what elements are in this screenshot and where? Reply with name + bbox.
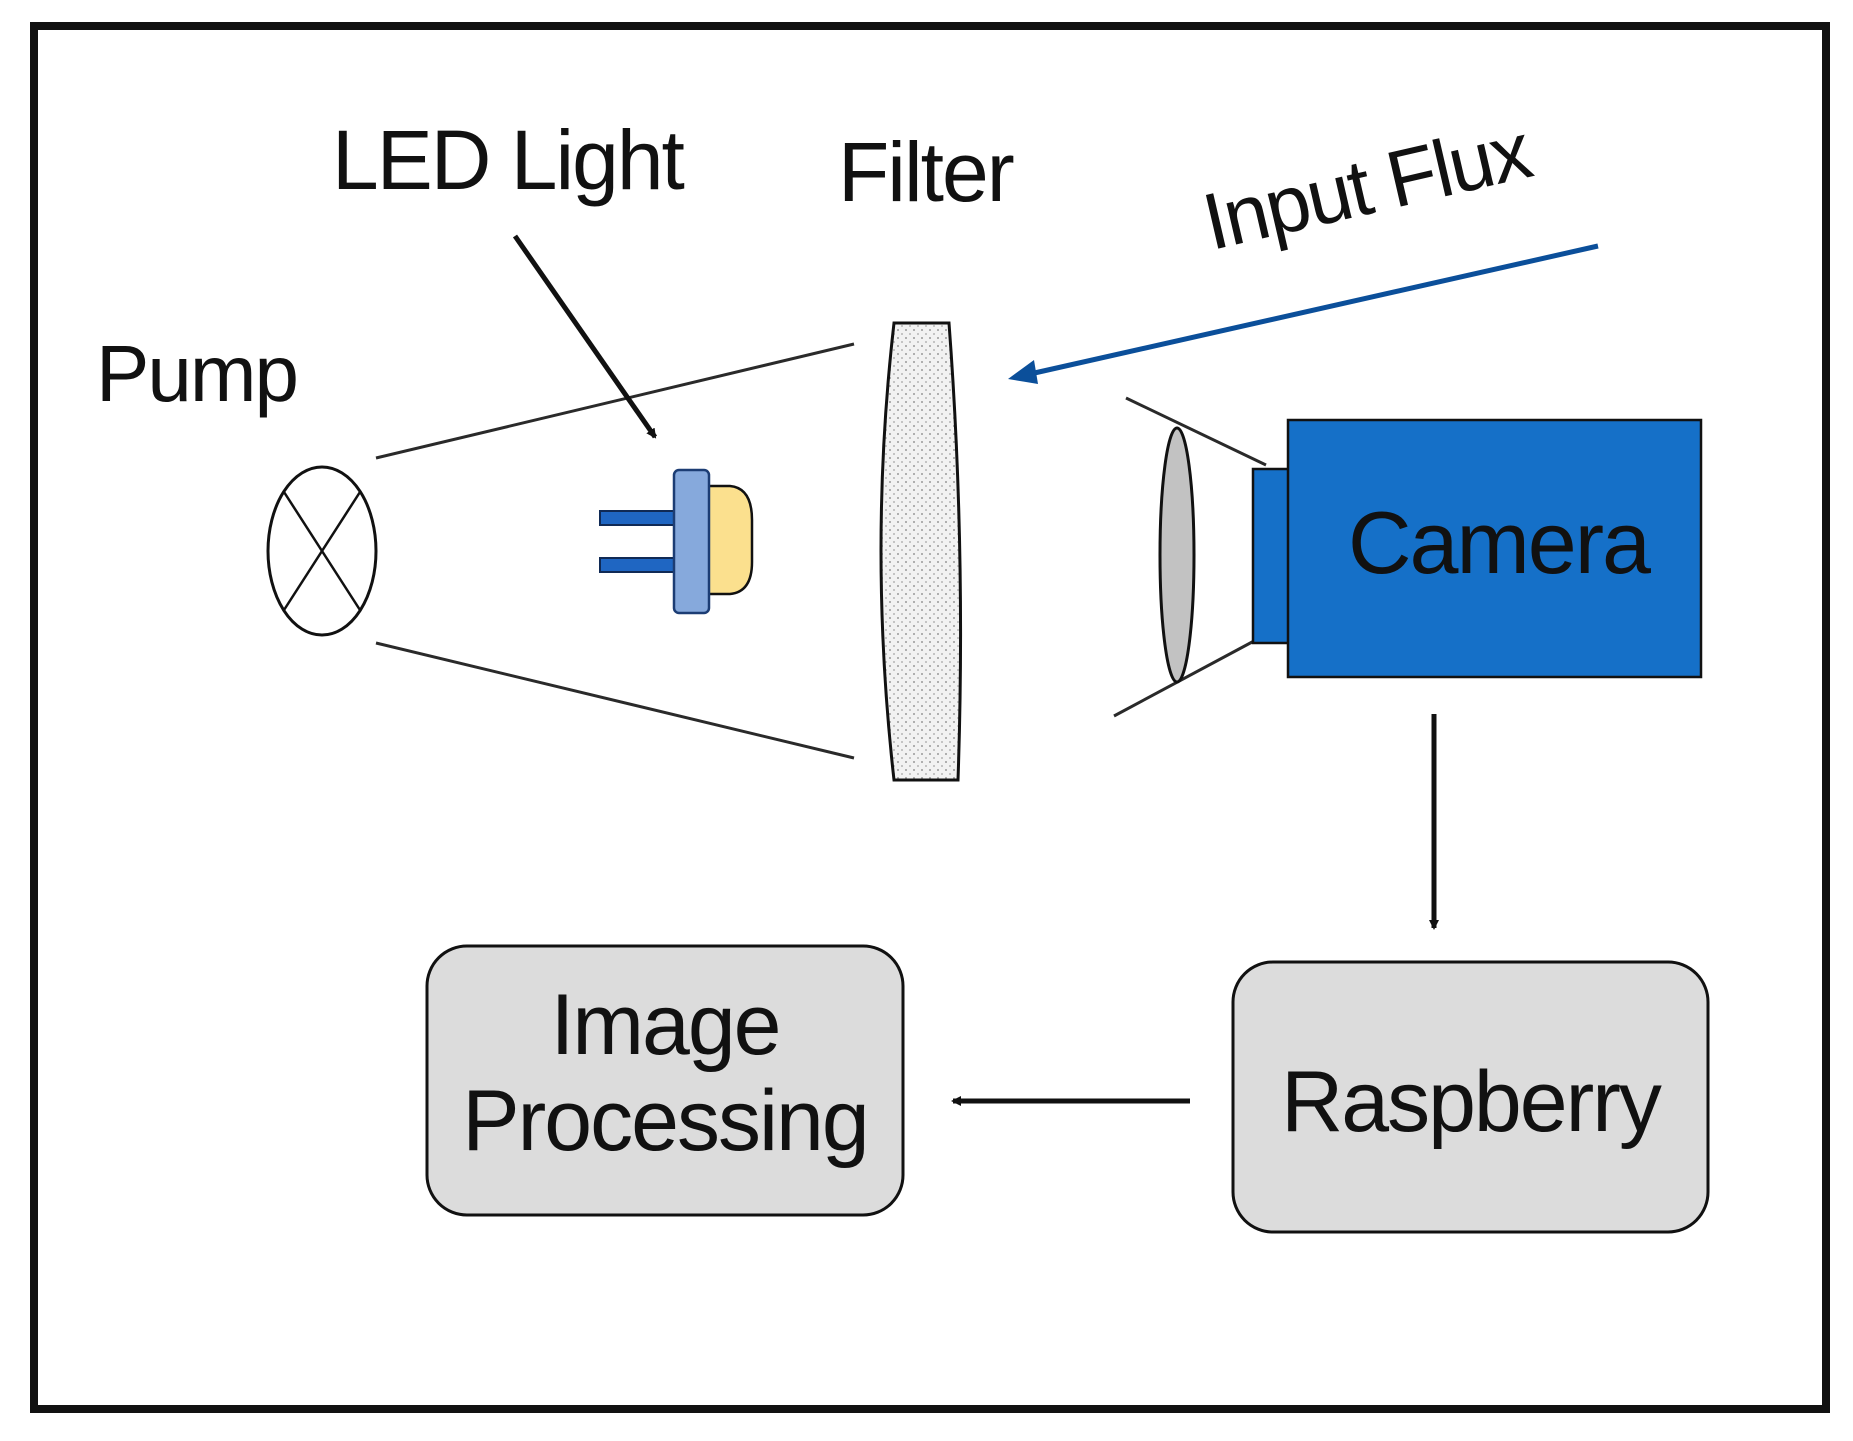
input-flux-arrow [1008, 243, 1599, 384]
camera-body [1286, 418, 1703, 679]
image-processing-label: Image Processing [427, 977, 903, 1170]
camera-fov-bottom [1113, 639, 1255, 718]
lamp-cross-icon [266, 465, 378, 637]
filter-label: Filter [838, 125, 1015, 219]
beam-line-top [375, 342, 855, 460]
camera-label: Camera [1348, 493, 1651, 592]
image-processing-label-line1: Image [550, 977, 781, 1073]
image-processing-box [425, 944, 905, 1217]
led-pin-bottom [599, 557, 679, 573]
led-icon [599, 468, 754, 615]
led-light-label: LED Light [332, 113, 685, 207]
beam-line-bottom [375, 641, 855, 760]
led-pin-top [599, 510, 679, 526]
led-dome [704, 484, 754, 596]
camera-fov-top [1125, 396, 1267, 467]
led-pointer-arrow [512, 234, 658, 439]
raspberry-box [1231, 960, 1710, 1234]
pump-label: Pump [96, 329, 299, 418]
camera-mount [1251, 467, 1292, 645]
filter-lens-icon [879, 321, 963, 782]
image-processing-label-line2: Processing [462, 1073, 869, 1170]
camera-lens-icon [1158, 426, 1196, 684]
led-base [672, 468, 711, 615]
raspberry-label: Raspberry [1281, 1054, 1662, 1150]
